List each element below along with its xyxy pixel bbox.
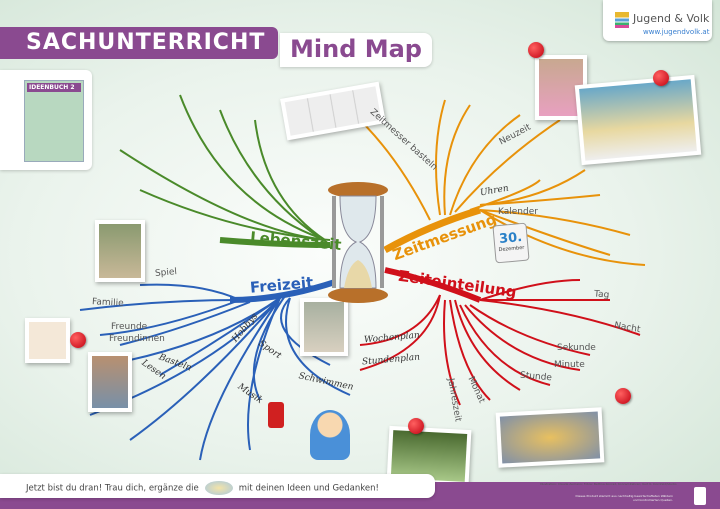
page-subtitle: Mind Map (280, 33, 432, 67)
credits: Illustration: Claude Aumann; Fotos: Bett… (540, 482, 677, 486)
photo-sun-calendar (495, 407, 605, 468)
photo-market-illustration (574, 74, 702, 166)
pin-icon (653, 70, 669, 86)
label-freunde: Freunde (111, 322, 148, 332)
hourglass-icon (328, 182, 388, 303)
book-number: 2 (70, 84, 75, 91)
logo-bars-icon (615, 12, 629, 28)
pin-icon (528, 42, 544, 58)
photo-friends-illustration (25, 318, 70, 363)
guitar-boy-illustration (310, 410, 350, 460)
logo-name: Jugend & Volk (633, 12, 710, 25)
footer-text-after: mit deinen Ideen und Gedanken! (238, 483, 379, 494)
footer-prompt: Jetzt bist du dran! Trau dich, ergänze d… (0, 474, 435, 498)
lebenszeit-branches (119, 94, 331, 248)
book-panel: IDEENBUCH 2 (0, 70, 92, 170)
photo-sport (300, 298, 348, 356)
pin-icon (615, 388, 631, 404)
book-label: IDEENBUCH (29, 84, 69, 91)
footer-text-before: Jetzt bist du dran! Trau dich, ergänze d… (26, 483, 199, 494)
book-cover: IDEENBUCH 2 (24, 80, 84, 162)
logo-url[interactable]: www.jugendvolk.at (643, 28, 710, 36)
zeitmessung-branches (359, 99, 646, 266)
photo-kids-playing (95, 220, 145, 282)
label-spiel: Spiel (154, 267, 178, 279)
pin-icon (408, 418, 424, 434)
calendar-icon: 30. Dezember (492, 222, 530, 264)
publisher-logo[interactable]: Jugend & Volk www.jugendvolk.at (603, 0, 712, 41)
mp3-player-icon (268, 402, 284, 428)
label-familie: Familie (91, 297, 124, 309)
mindmap-thumbnail-icon (204, 481, 233, 495)
fsc-note: Dieses Produkt stammt aus nachhaltig bew… (575, 494, 673, 502)
label-minute: Minute (554, 360, 585, 370)
label-sekunde: Sekunde (557, 343, 596, 353)
zeiteinteilung-branches (359, 267, 641, 406)
pefc-logo-icon (694, 487, 706, 505)
label-kalender: Kalender (498, 207, 538, 217)
label-freundinnen: Freundinnen (109, 334, 165, 344)
photo-reading (88, 352, 132, 412)
page-title: SACHUNTERRICHT (0, 27, 278, 59)
calendar-month: Dezember (498, 244, 525, 254)
pin-icon (70, 332, 86, 348)
label-tag: Tag (593, 289, 610, 301)
